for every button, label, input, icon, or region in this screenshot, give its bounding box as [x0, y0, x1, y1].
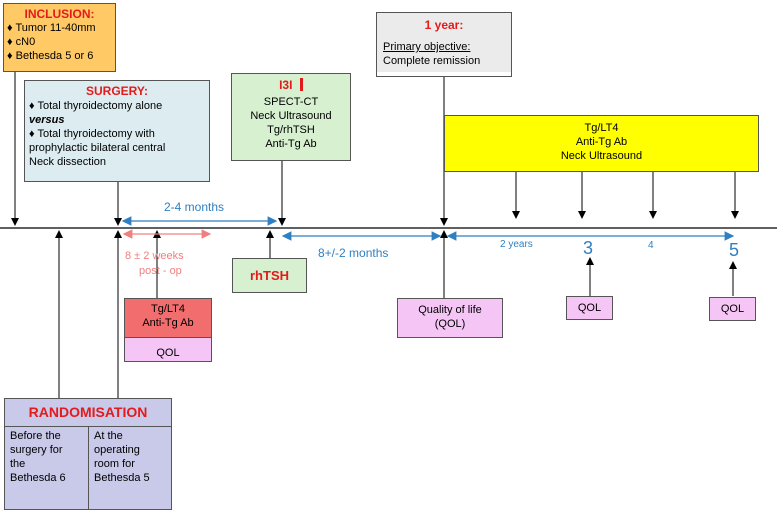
random-right-line: At the [94, 430, 123, 442]
one-year-line1: Primary objective: [383, 41, 471, 53]
randomisation-columns: Before the surgery for the Bethesda 6 At… [5, 427, 171, 509]
tg-box: Tg/LT4 Anti-Tg Ab QOL [124, 298, 212, 362]
i131-box: I3I SPECT-CT Neck Ultrasound Tg/rhTSH An… [231, 73, 351, 161]
followup-item: Neck Ultrasound [560, 150, 643, 162]
label-year-5: 5 [729, 240, 740, 260]
inclusion-item: ♦ Tumor 11-40mm [7, 22, 96, 34]
inclusion-item: ♦ Bethesda 5 or 6 [7, 50, 94, 62]
random-left-line: Before the [10, 430, 61, 442]
randomisation-box: RANDOMISATION Before the surgery for the… [4, 398, 172, 510]
i131-item: Tg/rhTSH [267, 124, 315, 136]
label-2-years: 2 years [500, 239, 533, 250]
followup-item: Anti-Tg Ab [575, 136, 628, 148]
i131-item: Anti-Tg Ab [265, 138, 317, 150]
label-2-4-months: 2-4 months [164, 200, 225, 214]
randomisation-right: At the operating room for Bethesda 5 [89, 427, 171, 509]
label-year-3: 3 [583, 238, 594, 258]
i131-item: Neck Ultrasound [250, 110, 332, 122]
qol3-box: QOL [566, 296, 613, 320]
randomisation-left: Before the surgery for the Bethesda 6 [5, 427, 89, 509]
qol-main-box: Quality of life (QOL) [397, 298, 503, 338]
inclusion-title: INCLUSION: [24, 7, 95, 21]
tg-box-top: Tg/LT4 Anti-Tg Ab [125, 299, 211, 338]
tg-qol-label: QOL [156, 347, 180, 359]
one-year-header: 1 year: [377, 13, 511, 35]
qol-main-line2: (QOL) [434, 318, 466, 330]
random-right-line: operating [94, 444, 140, 456]
one-year-title: 1 year: [424, 18, 464, 32]
label-8-months: 8+/-2 months [318, 246, 389, 260]
surgery-line: prophylactic bilateral central [29, 142, 166, 154]
qol5-box: QOL [709, 297, 756, 321]
qol5-label: QOL [720, 303, 745, 315]
tg-line2: Anti-Tg Ab [142, 317, 194, 329]
rhtsh-label: rhTSH [250, 268, 289, 283]
inclusion-box: INCLUSION: ♦ Tumor 11-40mm ♦ cN0 ♦ Bethe… [3, 3, 116, 72]
surgery-line: ♦ Total thyroidectomy alone [29, 100, 163, 112]
followup-item: Tg/LT4 [584, 122, 619, 134]
random-left-line: the [10, 458, 26, 470]
random-left-line: surgery for [10, 444, 63, 456]
random-right-line: room for [94, 458, 135, 470]
surgery-versus: versus [29, 114, 65, 126]
i131-title: I3I [232, 78, 350, 92]
label-year-4: 4 [648, 240, 654, 251]
label-8-weeks: 8 ± 2 weeks [125, 250, 184, 262]
random-left-line: Bethesda 6 [10, 472, 66, 484]
followup-box: Tg/LT4 Anti-Tg Ab Neck Ultrasound [444, 115, 759, 172]
rhtsh-box: rhTSH [232, 258, 307, 293]
surgery-line: Neck dissection [29, 156, 107, 168]
surgery-box: SURGERY: ♦ Total thyroidectomy alone ver… [24, 80, 210, 182]
label-post-op: post - op [139, 265, 182, 277]
surgery-title: SURGERY: [85, 84, 148, 98]
qol3-label: QOL [577, 302, 602, 314]
qol-main-line1: Quality of life [418, 304, 482, 316]
surgery-line: ♦ Total thyroidectomy with [29, 128, 155, 140]
inclusion-item: ♦ cN0 [7, 36, 36, 48]
i131-item: SPECT-CT [263, 96, 319, 108]
tg-qol: QOL [125, 338, 211, 361]
tg-line1: Tg/LT4 [150, 303, 186, 315]
one-year-box: 1 year: Primary objective: Complete remi… [376, 12, 512, 77]
random-right-line: Bethesda 5 [94, 472, 150, 484]
one-year-body: Primary objective: Complete remission [377, 35, 511, 72]
randomisation-title: RANDOMISATION [5, 399, 171, 427]
i131-red-bar [299, 78, 303, 91]
one-year-line2: Complete remission [383, 55, 481, 67]
i131-title-text: I3I [279, 78, 293, 92]
